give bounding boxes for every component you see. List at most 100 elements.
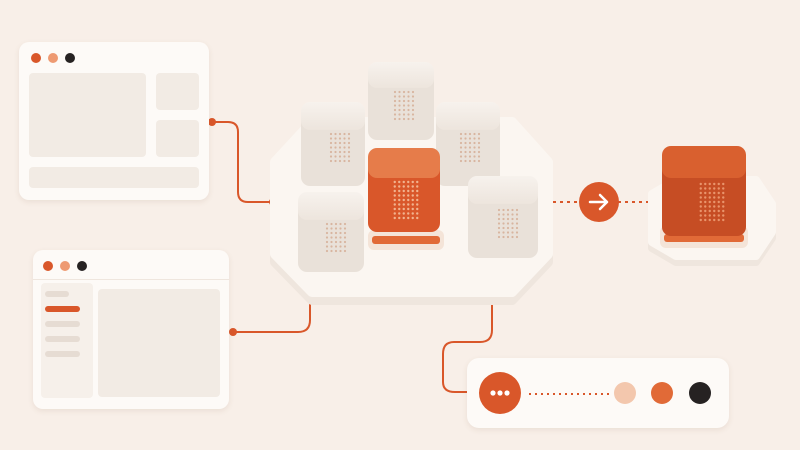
- sidebar-item-1[interactable]: [45, 291, 69, 297]
- status-chip-black[interactable]: [689, 382, 711, 404]
- ellipsis-glyph: [490, 390, 510, 396]
- grille-dot: [708, 214, 711, 217]
- grille-dot: [398, 203, 401, 206]
- grille-dot: [717, 182, 720, 186]
- output-platform: [648, 176, 776, 266]
- grille-dot: [407, 207, 410, 211]
- grille-dot: [416, 207, 419, 211]
- grille-dot: [407, 95, 410, 98]
- grille-dot: [343, 249, 347, 253]
- grille-dot: [407, 90, 410, 94]
- grille-dot: [411, 198, 414, 202]
- grille-dot: [722, 196, 725, 199]
- grille-dot: [699, 200, 702, 204]
- grille-dot: [402, 117, 406, 121]
- grille-dot: [511, 231, 514, 234]
- grille-dot: [722, 209, 725, 213]
- grille-dot: [497, 226, 501, 230]
- grille-dot: [411, 189, 414, 193]
- grille-dot: [464, 155, 467, 158]
- connector-node-bottom-window-start: [229, 328, 237, 336]
- grille-dot: [402, 216, 405, 220]
- grille-dot: [477, 137, 481, 140]
- grille-dot: [347, 132, 351, 136]
- grille-dot: [464, 141, 467, 145]
- grille-dot: [325, 222, 329, 226]
- grille-dot: [343, 146, 346, 149]
- grille-dot: [330, 227, 333, 230]
- grille-dot: [416, 198, 419, 202]
- grille-dot: [334, 159, 337, 163]
- grille-dot: [497, 235, 501, 239]
- cube-lower-left-grille: [325, 222, 347, 253]
- minimize-dot[interactable]: [60, 261, 70, 271]
- grille-dot: [338, 137, 342, 140]
- grille-dot: [330, 236, 333, 239]
- browser-window-bottom: [33, 250, 229, 409]
- grille-dot: [464, 159, 467, 163]
- grille-dot: [506, 208, 510, 212]
- grille-dot: [464, 150, 467, 154]
- grille-dot: [393, 207, 396, 211]
- cube-lower-right: [468, 176, 538, 258]
- grille-dot: [398, 104, 401, 107]
- cube-center-grille: [393, 180, 419, 220]
- grille-dot: [398, 189, 401, 193]
- grille-dot: [343, 150, 346, 154]
- grille-dot: [511, 208, 514, 212]
- grille-dot: [402, 95, 406, 98]
- sidebar-item-4[interactable]: [45, 336, 80, 342]
- grille-dot: [330, 245, 333, 248]
- grille-dot: [502, 213, 505, 216]
- status-chip-orange[interactable]: [651, 382, 673, 404]
- minimize-dot[interactable]: [48, 53, 58, 63]
- grille-dot: [717, 200, 720, 204]
- maximize-dot[interactable]: [77, 261, 87, 271]
- grille-dot: [325, 236, 329, 239]
- sidebar-item-3[interactable]: [45, 321, 80, 327]
- grille-dot: [506, 226, 510, 230]
- grille-dot: [459, 155, 463, 158]
- grille-dot: [497, 213, 501, 216]
- grille-dot: [393, 104, 397, 107]
- grille-dot: [515, 226, 519, 230]
- grille-dot: [416, 189, 419, 193]
- grille-dot: [704, 191, 707, 195]
- grille-dot: [393, 198, 396, 202]
- grille-dot: [402, 212, 405, 215]
- grille-dot: [402, 99, 406, 103]
- grille-dot: [343, 236, 347, 239]
- grille-dot: [334, 249, 338, 253]
- grille-dot: [704, 182, 707, 186]
- grille-dot: [407, 216, 410, 220]
- grille-dot: [704, 200, 707, 204]
- grille-dot: [398, 108, 401, 112]
- grille-dot: [506, 217, 510, 221]
- grille-dot: [699, 191, 702, 195]
- grille-dot: [717, 187, 720, 190]
- grille-dot: [459, 137, 463, 140]
- close-dot[interactable]: [31, 53, 41, 63]
- grille-dot: [329, 137, 333, 140]
- status-chip-peach[interactable]: [614, 382, 636, 404]
- grille-dot: [708, 209, 711, 213]
- grille-dot: [411, 216, 414, 220]
- grille-dot: [407, 212, 410, 215]
- grille-dot: [347, 137, 351, 140]
- grille-dot: [407, 99, 410, 103]
- grille-dot: [722, 214, 725, 217]
- grille-dot: [699, 182, 702, 186]
- sidebar-item-active[interactable]: [45, 306, 80, 312]
- sidebar-item-5[interactable]: [45, 351, 80, 357]
- close-dot[interactable]: [43, 261, 53, 271]
- ellipsis-icon[interactable]: [479, 372, 521, 414]
- connector-line-bottom-window: [233, 285, 311, 333]
- grille-dot: [722, 191, 725, 195]
- cube-upper-left: [301, 102, 365, 186]
- grille-dot: [411, 117, 415, 121]
- maximize-dot[interactable]: [65, 53, 75, 63]
- grille-dot: [717, 191, 720, 195]
- cube-upper-right: [436, 102, 500, 186]
- grille-dot: [398, 212, 401, 215]
- grille-dot: [398, 198, 401, 202]
